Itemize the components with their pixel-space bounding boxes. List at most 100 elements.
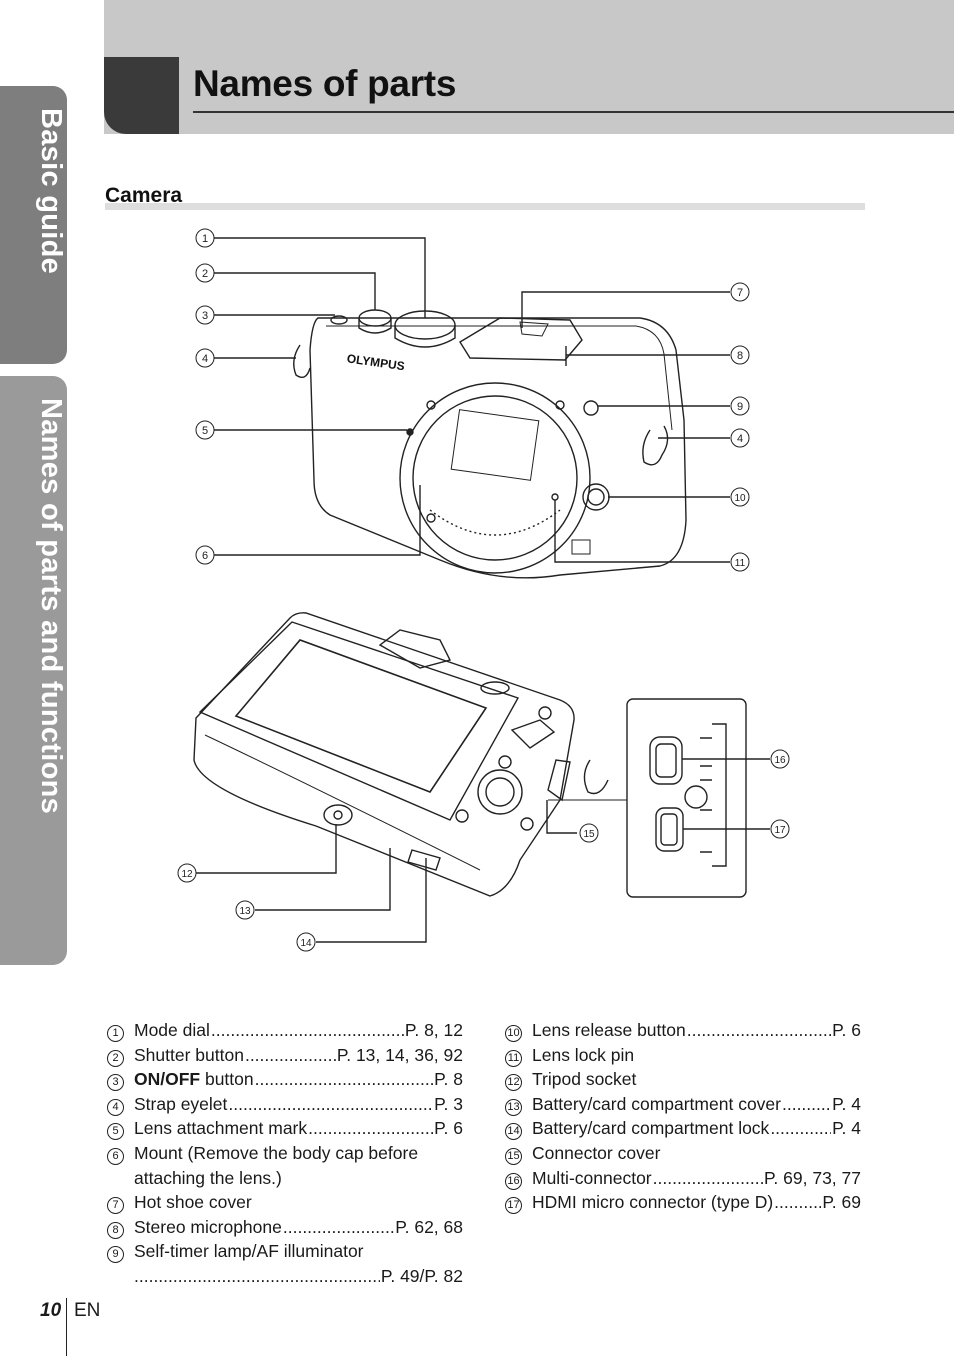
- page-ref: P. 69, 73, 77: [764, 1167, 861, 1188]
- callout-10: 10: [730, 487, 750, 507]
- list-item: 4 Strap eyelet P. 3: [107, 1092, 463, 1117]
- callout-2: 2: [195, 263, 215, 283]
- item-number: 6: [107, 1147, 124, 1165]
- svg-text:5: 5: [202, 425, 208, 437]
- list-item: 17 HDMI micro connector (type D)P. 69: [505, 1190, 861, 1215]
- back-screen: [234, 639, 488, 793]
- callout-5: 5: [195, 420, 215, 440]
- callout-7: 7: [730, 282, 750, 302]
- item-label: Hot shoe cover: [134, 1192, 252, 1213]
- item-number: 2: [107, 1049, 124, 1067]
- page-ref: P. 49/P. 82: [380, 1265, 463, 1286]
- item-label: Multi-connector: [532, 1167, 652, 1188]
- item-number: 7: [107, 1197, 124, 1215]
- item-number: 12: [505, 1074, 522, 1092]
- parts-list-right: 10 Lens release buttonP. 6 11 Lens lock …: [505, 1018, 861, 1215]
- item-label: Lens lock pin: [532, 1044, 635, 1065]
- section-rule: [105, 203, 865, 210]
- list-item: 9 Self-timer lamp/AF illuminator: [107, 1239, 463, 1264]
- svg-text:15: 15: [583, 829, 595, 840]
- item-label: Connector cover: [532, 1142, 661, 1163]
- svg-text:4: 4: [737, 433, 743, 445]
- parts-list-left: 1 Mode dialP. 8, 12 2 Shutter buttonP. 1…: [107, 1018, 463, 1289]
- control-dial: [477, 769, 523, 815]
- svg-text:12: 12: [181, 869, 193, 880]
- title-underline: [193, 111, 954, 113]
- svg-text:8: 8: [737, 350, 743, 362]
- svg-text:11: 11: [735, 558, 746, 569]
- page-ref: P. 8: [434, 1069, 463, 1090]
- callout-4-left: 4: [195, 348, 215, 368]
- page-ref: P. 69: [822, 1192, 861, 1213]
- svg-text:4: 4: [202, 353, 208, 365]
- svg-text:6: 6: [202, 550, 208, 562]
- lens-release: [582, 483, 610, 511]
- svg-text:10: 10: [734, 493, 746, 504]
- item-label: Battery/card compartment cover: [532, 1093, 781, 1114]
- list-item: 2 Shutter buttonP. 13, 14, 36, 92: [107, 1043, 463, 1068]
- item-number: 14: [505, 1123, 522, 1141]
- callout-8: 8: [730, 345, 750, 365]
- camera-diagram: OLYMPUS 1 2 3 4 5 6 7 8 9 4 10 11 12 13 …: [177, 228, 790, 952]
- item-number: 13: [505, 1098, 522, 1116]
- item-label: Lens attachment mark: [134, 1118, 308, 1139]
- item-number: 3: [107, 1074, 124, 1092]
- callout-14: 14: [296, 932, 316, 952]
- list-item: 16 Multi-connector P. 69, 73, 77: [505, 1166, 861, 1191]
- item-label: Tripod socket: [532, 1069, 637, 1090]
- svg-text:7: 7: [737, 287, 743, 299]
- item-label: Self-timer lamp/AF illuminator: [134, 1241, 364, 1262]
- page-ref: P. 6: [434, 1118, 463, 1139]
- page-ref: P. 6: [832, 1020, 861, 1040]
- item-label: Shutter button: [134, 1044, 244, 1065]
- front-body-outline: [309, 317, 687, 579]
- header-tab-marker: [104, 57, 179, 134]
- page-ref: P. 4: [832, 1118, 861, 1139]
- item-number: 4: [107, 1098, 124, 1116]
- back-body-outline: [193, 612, 575, 897]
- list-item: 11 Lens lock pin: [505, 1043, 861, 1068]
- page-ref: P. 8, 12: [404, 1020, 463, 1040]
- callout-12: 12: [177, 863, 197, 883]
- camera-brand-text: OLYMPUS: [346, 351, 406, 373]
- back-screen-frame: [198, 621, 520, 821]
- page-ref: P. 3: [434, 1093, 463, 1114]
- section-title: Camera: [105, 184, 183, 207]
- page-ref: P. 62, 68: [395, 1216, 463, 1237]
- hot-shoe: [459, 317, 583, 361]
- item-label: button: [200, 1069, 254, 1090]
- item-number: 16: [505, 1172, 522, 1190]
- item-number: 10: [505, 1025, 522, 1042]
- lens-mount: [399, 382, 591, 574]
- item-label: Mount (Remove the body cap before: [134, 1142, 419, 1163]
- tripod-socket: [323, 804, 353, 826]
- list-item-continuation: P. 49/P. 82: [107, 1264, 463, 1289]
- item-label: Strap eyelet: [134, 1093, 228, 1114]
- side-tab-basic-guide[interactable]: Basic guide: [0, 86, 67, 364]
- list-item: 1 Mode dialP. 8, 12: [107, 1018, 463, 1043]
- callout-4-right: 4: [730, 428, 750, 448]
- list-item: 5 Lens attachment mark P. 6: [107, 1116, 463, 1141]
- item-number: 1: [107, 1025, 124, 1042]
- callout-13: 13: [235, 900, 255, 920]
- list-item: 10 Lens release buttonP. 6: [505, 1018, 861, 1043]
- item-label: HDMI micro connector (type D): [532, 1192, 774, 1213]
- item-number: 11: [505, 1049, 522, 1067]
- footer-separator: [66, 1298, 67, 1356]
- item-label: Stereo microphone: [134, 1216, 282, 1237]
- svg-text:2: 2: [202, 268, 208, 280]
- item-number: 5: [107, 1123, 124, 1141]
- svg-text:16: 16: [774, 755, 786, 766]
- side-tab-names-of-parts[interactable]: Names of parts and functions: [0, 376, 67, 965]
- callout-17: 17: [770, 819, 790, 839]
- svg-text:17: 17: [774, 825, 786, 836]
- callout-6: 6: [195, 545, 215, 565]
- list-item: 3 ON/OFF buttonP. 8: [107, 1067, 463, 1092]
- callout-15: 15: [579, 823, 599, 843]
- item-number: 8: [107, 1221, 124, 1239]
- connector-inset: [626, 698, 747, 898]
- item-number: 9: [107, 1246, 124, 1264]
- af-lamp: [583, 400, 599, 416]
- list-item: 12 Tripod socket: [505, 1067, 861, 1092]
